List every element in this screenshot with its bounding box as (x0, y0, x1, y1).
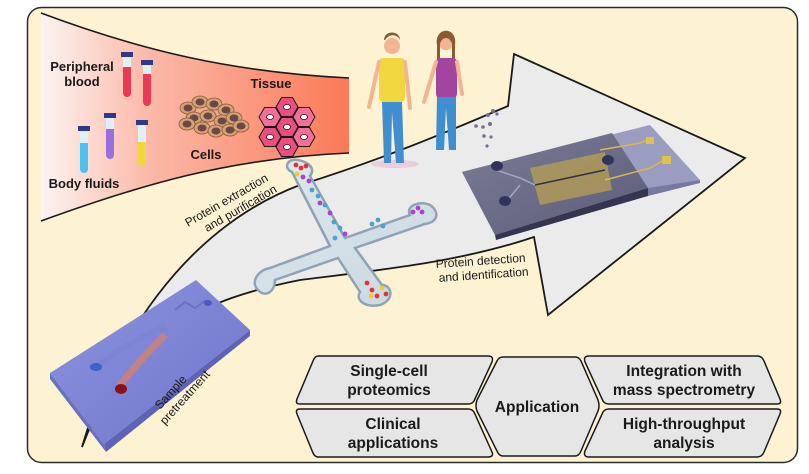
cell-nucleus (183, 104, 193, 112)
cell-nucleus (209, 100, 219, 108)
molecule (294, 171, 300, 177)
tissue-nucleus (300, 134, 308, 140)
molecule (415, 205, 421, 211)
tissue-nucleus (283, 124, 291, 130)
molecule (331, 219, 337, 225)
cell-nucleus (229, 114, 239, 122)
app-mass-spectrometry: Integration with mass spectrometry (583, 355, 782, 405)
label-protein-detection-2: and identification (438, 265, 529, 285)
label-cells: Cells (190, 147, 221, 162)
tissue-nucleus (266, 114, 274, 120)
tissue-nucleus (266, 134, 274, 140)
label-protein-detection: Protein detection and identification (435, 251, 529, 285)
molecule (315, 193, 321, 199)
label-peripheral-blood-1: Peripheral (50, 59, 114, 74)
app-high-throughput: High-throughput analysis (583, 408, 782, 458)
molecule (303, 163, 309, 169)
label-body-fluids: Body fluids (49, 176, 120, 191)
app-clinical-line1: Clinical (365, 416, 420, 433)
molecule (306, 178, 312, 184)
app-clinical-line2: applications (348, 435, 438, 452)
molecule (337, 225, 343, 231)
molecule (317, 200, 323, 206)
detection-chip-icon (462, 109, 700, 240)
tissue-nucleus (283, 104, 291, 110)
cell-nucleus (211, 127, 221, 135)
label-tissue: Tissue (251, 76, 292, 91)
cell-nucleus (197, 124, 207, 132)
app-center: Application (475, 356, 600, 457)
molecule (342, 231, 348, 237)
microfluidic-chip-icon (50, 280, 250, 452)
molecule (368, 293, 374, 299)
cell-nucleus (236, 122, 246, 130)
molecule (369, 221, 375, 227)
app-high-throughput-line1: High-throughput (623, 416, 745, 433)
cell-nucleus (203, 112, 213, 120)
molecule (327, 210, 333, 216)
funnel-top-edge (40, 12, 350, 79)
tissue-nucleus (283, 144, 291, 150)
tissue-hexagon-icon (258, 97, 316, 157)
molecule (375, 217, 381, 223)
molecule (383, 291, 389, 297)
molecule (369, 287, 375, 293)
cell-nucleus (217, 117, 227, 125)
label-protein-detection-1: Protein detection (435, 251, 526, 271)
molecule (379, 285, 385, 291)
molecule (298, 165, 304, 171)
cell-nucleus (225, 126, 235, 134)
app-single-cell-line1: Single-cell (350, 363, 428, 380)
cells-icon (178, 95, 250, 138)
app-mass-spec-line1: Integration with (626, 363, 741, 380)
app-mass-spec-line2: mass spectrometry (613, 382, 756, 399)
molecule (374, 293, 380, 299)
molecule (364, 280, 370, 286)
molecule (419, 209, 425, 215)
app-high-throughput-line2: analysis (653, 435, 714, 452)
cell-nucleus (221, 106, 231, 114)
molecule (300, 174, 306, 180)
cell-nucleus (182, 120, 192, 128)
application-cluster: Single-cell proteomics Clinical applicat… (295, 355, 782, 458)
molecule (322, 202, 328, 208)
test-tube-icon (78, 52, 153, 173)
molecule (410, 209, 416, 215)
app-single-cell-line2: proteomics (347, 382, 431, 399)
tissue-nucleus (300, 114, 308, 120)
molecule (380, 223, 386, 229)
funnel-bottom-edge (40, 152, 350, 222)
molecule (332, 235, 338, 241)
cell-nucleus (195, 98, 205, 106)
molecule (309, 187, 315, 193)
app-center-label: Application (495, 399, 579, 416)
app-single-cell-proteomics: Single-cell proteomics (295, 355, 494, 405)
people-icon (367, 30, 464, 168)
app-clinical-applications: Clinical applications (295, 408, 494, 458)
cross-chip-icon (253, 158, 438, 307)
molecule (293, 162, 299, 168)
label-peripheral-blood-2: blood (64, 74, 99, 89)
